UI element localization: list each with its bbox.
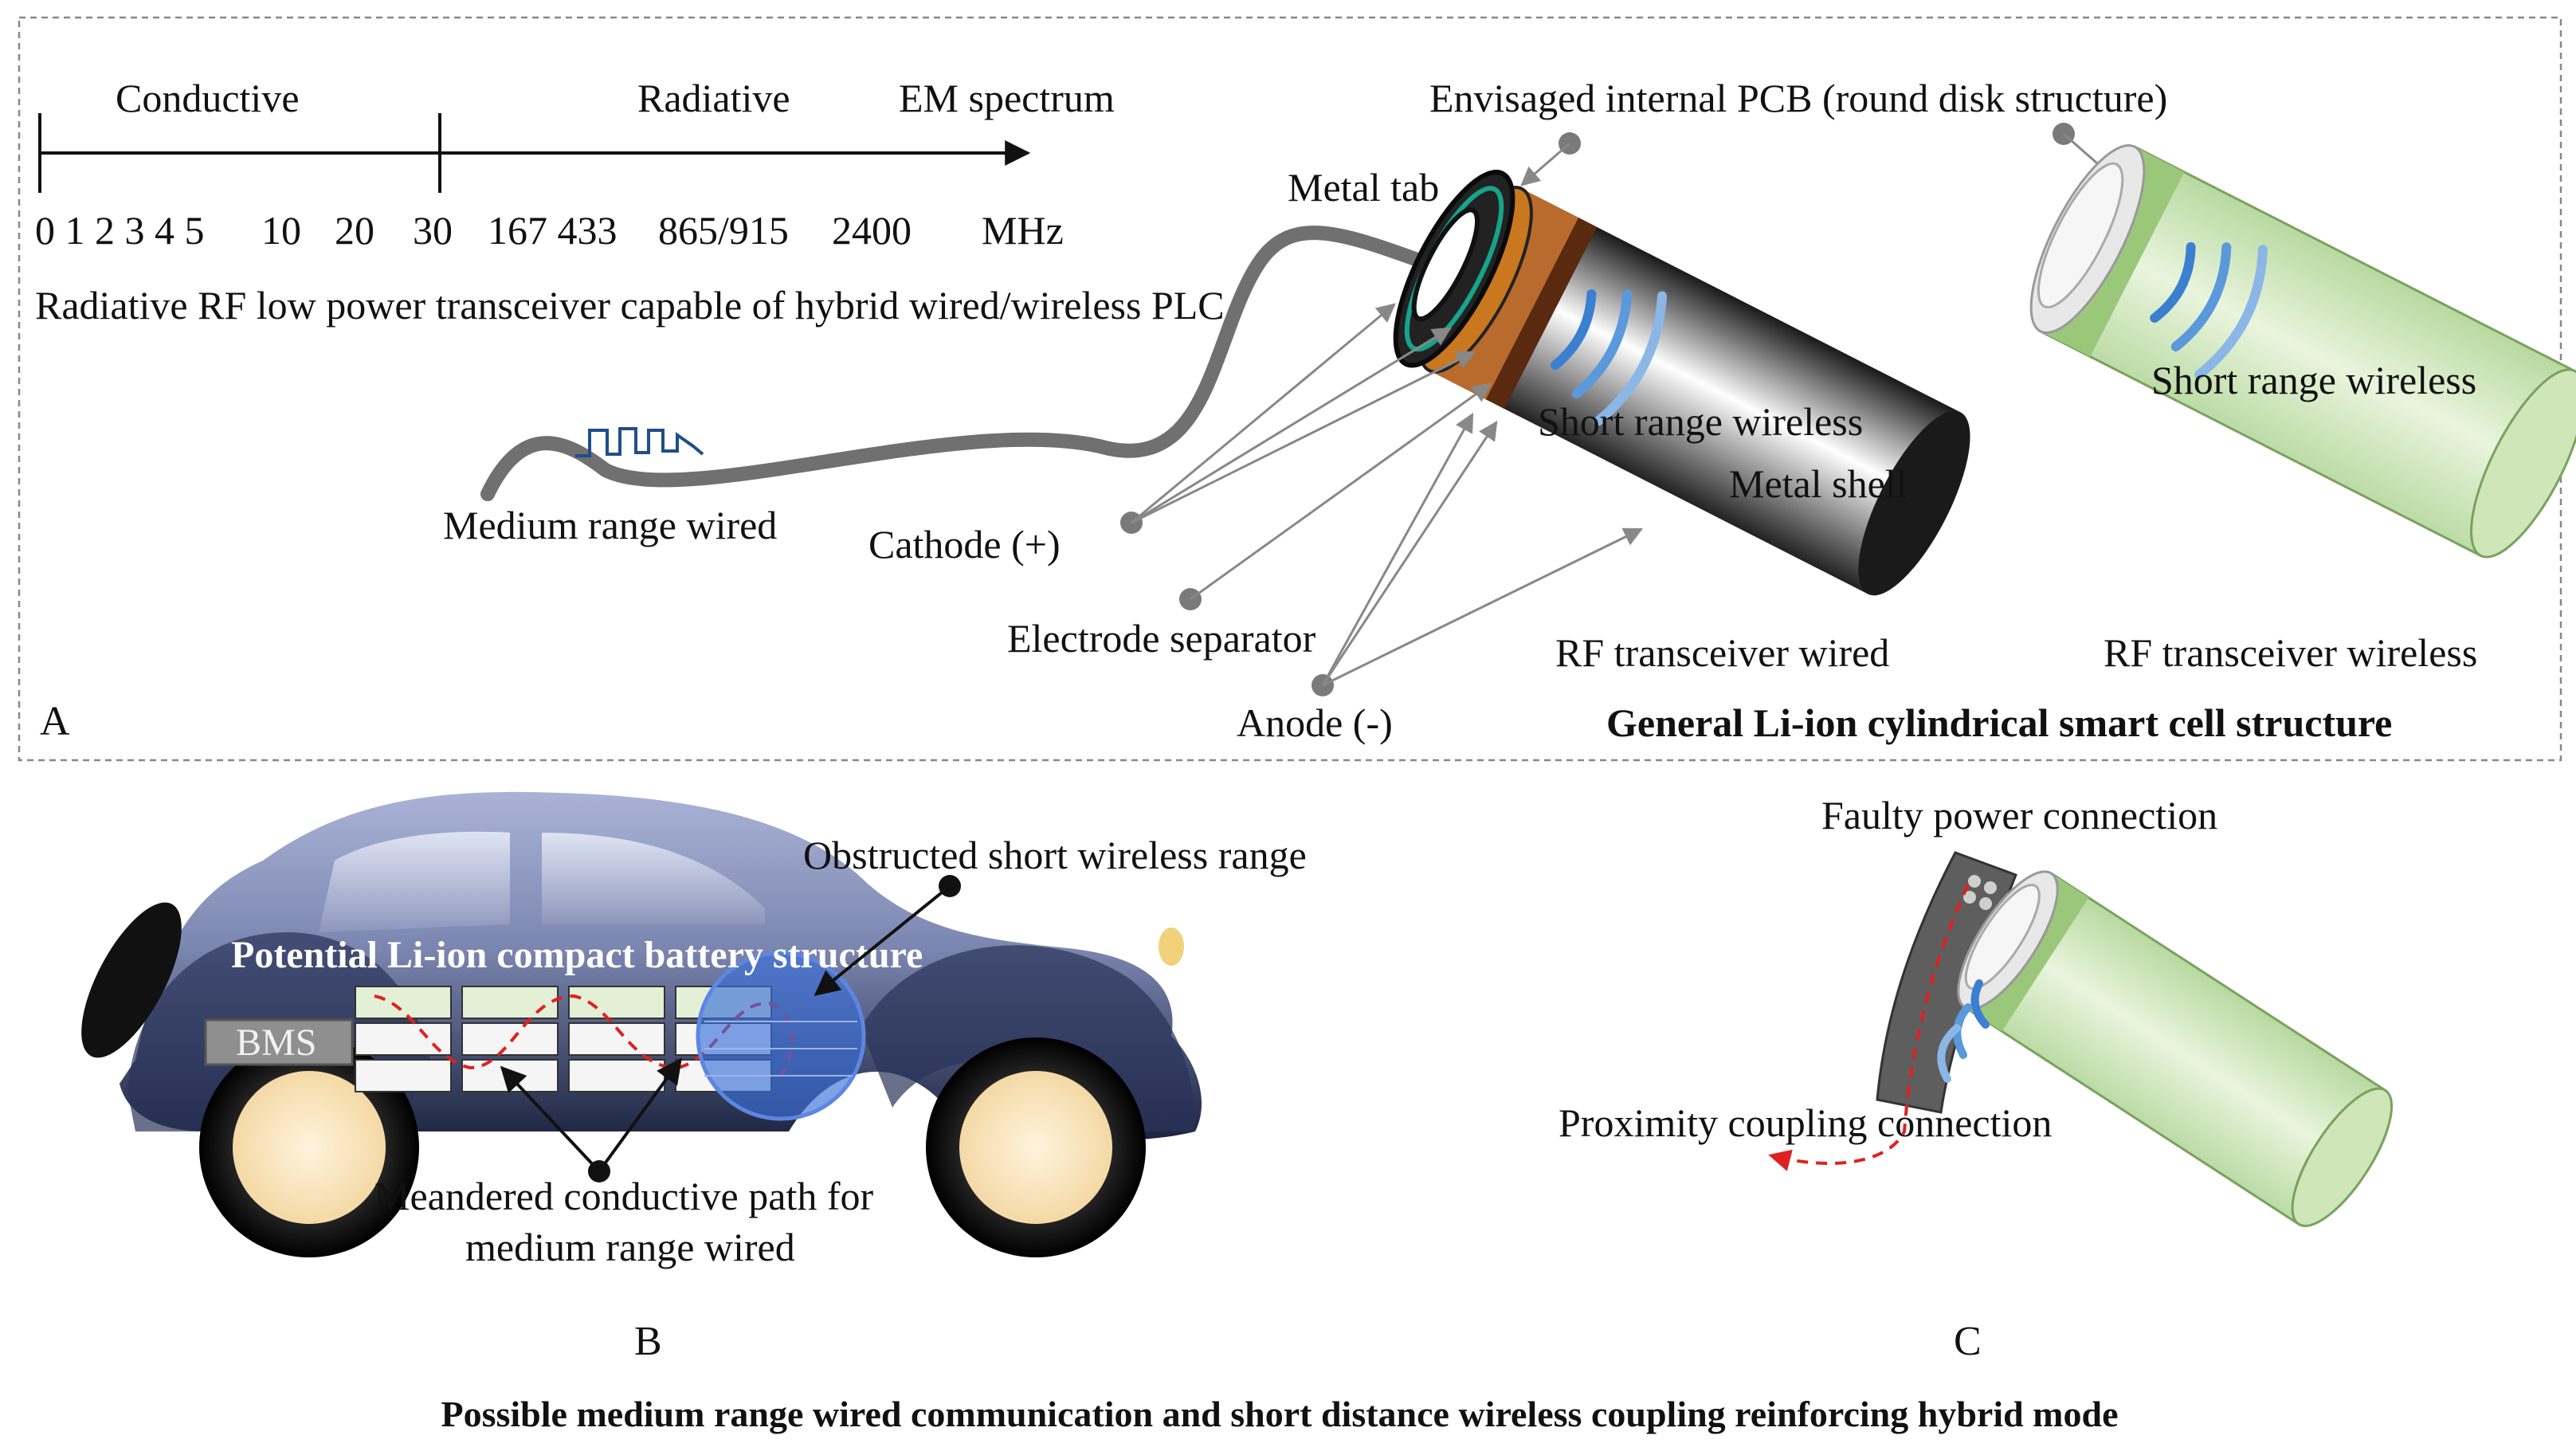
tick-mhz: MHz: [982, 208, 1064, 253]
faulty-connection-label: Faulty power connection: [1821, 793, 2217, 837]
rear-window: [319, 831, 510, 932]
meandered-label-line1: Meandered conductive path for: [374, 1174, 873, 1218]
rf-wired-label: RF transceiver wired: [1555, 630, 1889, 675]
panel-a-letter: A: [40, 699, 70, 744]
panel-c: Faulty power connection Proximity coupli…: [1559, 793, 2394, 1364]
coupling-path: [1768, 884, 1970, 1171]
panel-c-letter: C: [1954, 1319, 1982, 1364]
wireless-cell-label: Short range wireless: [2151, 358, 2476, 402]
tick-167-433: 167 433: [488, 208, 618, 253]
tick-10: 10: [261, 208, 301, 253]
metal-shell-label: Metal shell: [1729, 461, 1907, 506]
bms-box: [204, 1018, 354, 1066]
rf-wireless-label: RF transceiver wireless: [2104, 630, 2477, 675]
meandered-label-line2: medium range wired: [465, 1225, 795, 1269]
cathode-label: Cathode (+): [868, 522, 1061, 567]
front-window: [542, 833, 765, 924]
wired-cell: [1393, 170, 1970, 596]
bms-label: BMS: [236, 1022, 316, 1064]
headlight: [1159, 928, 1184, 966]
electrode-separator-label: Electrode separator: [1007, 616, 1316, 661]
tick-2400: 2400: [832, 208, 912, 253]
panel-a: Conductive Radiative EM spectrum 0 1 2 3…: [18, 16, 2576, 762]
proximity-label: Proximity coupling connection: [1559, 1100, 2052, 1145]
signal-waveform: [575, 427, 704, 457]
panel-b: BMS Potential Li-ion compact battery str…: [81, 791, 1307, 1364]
figure-caption: Possible medium range wired communicatio…: [441, 1394, 2119, 1434]
radiative-label: Radiative: [637, 76, 790, 120]
potential-battery-label: Potential Li-ion compact battery structu…: [231, 934, 923, 976]
tick-20: 20: [335, 208, 374, 253]
spare-tire: [81, 902, 182, 1058]
general-structure-label: General Li-ion cylindrical smart cell st…: [1606, 700, 2392, 745]
tick-865-915: 865/915: [658, 208, 789, 253]
medium-range-wired-label: Medium range wired: [443, 503, 777, 547]
anode-label: Anode (-): [1237, 700, 1393, 745]
tick-0-5: 0 1 2 3 4 5: [35, 208, 205, 253]
obstructed-label: Obstructed short wireless range: [803, 833, 1307, 877]
wired-cell-wireless-label: Short range wireless: [1538, 399, 1863, 444]
pcb-label: Envisaged internal PCB (round disk struc…: [1429, 76, 2167, 120]
c-cell: [1957, 870, 2394, 1227]
spectrum-description: Radiative RF low power transceiver capab…: [35, 283, 1225, 327]
wireless-cell: [2029, 143, 2576, 559]
em-spectrum-axis: [38, 113, 1031, 193]
conductive-label: Conductive: [116, 76, 300, 120]
panel-b-letter: B: [634, 1319, 662, 1364]
wire-cable: [480, 226, 1433, 501]
metal-tab-label: Metal tab: [1288, 165, 1439, 210]
em-spectrum-label: EM spectrum: [899, 76, 1115, 120]
tick-30: 30: [413, 208, 453, 253]
